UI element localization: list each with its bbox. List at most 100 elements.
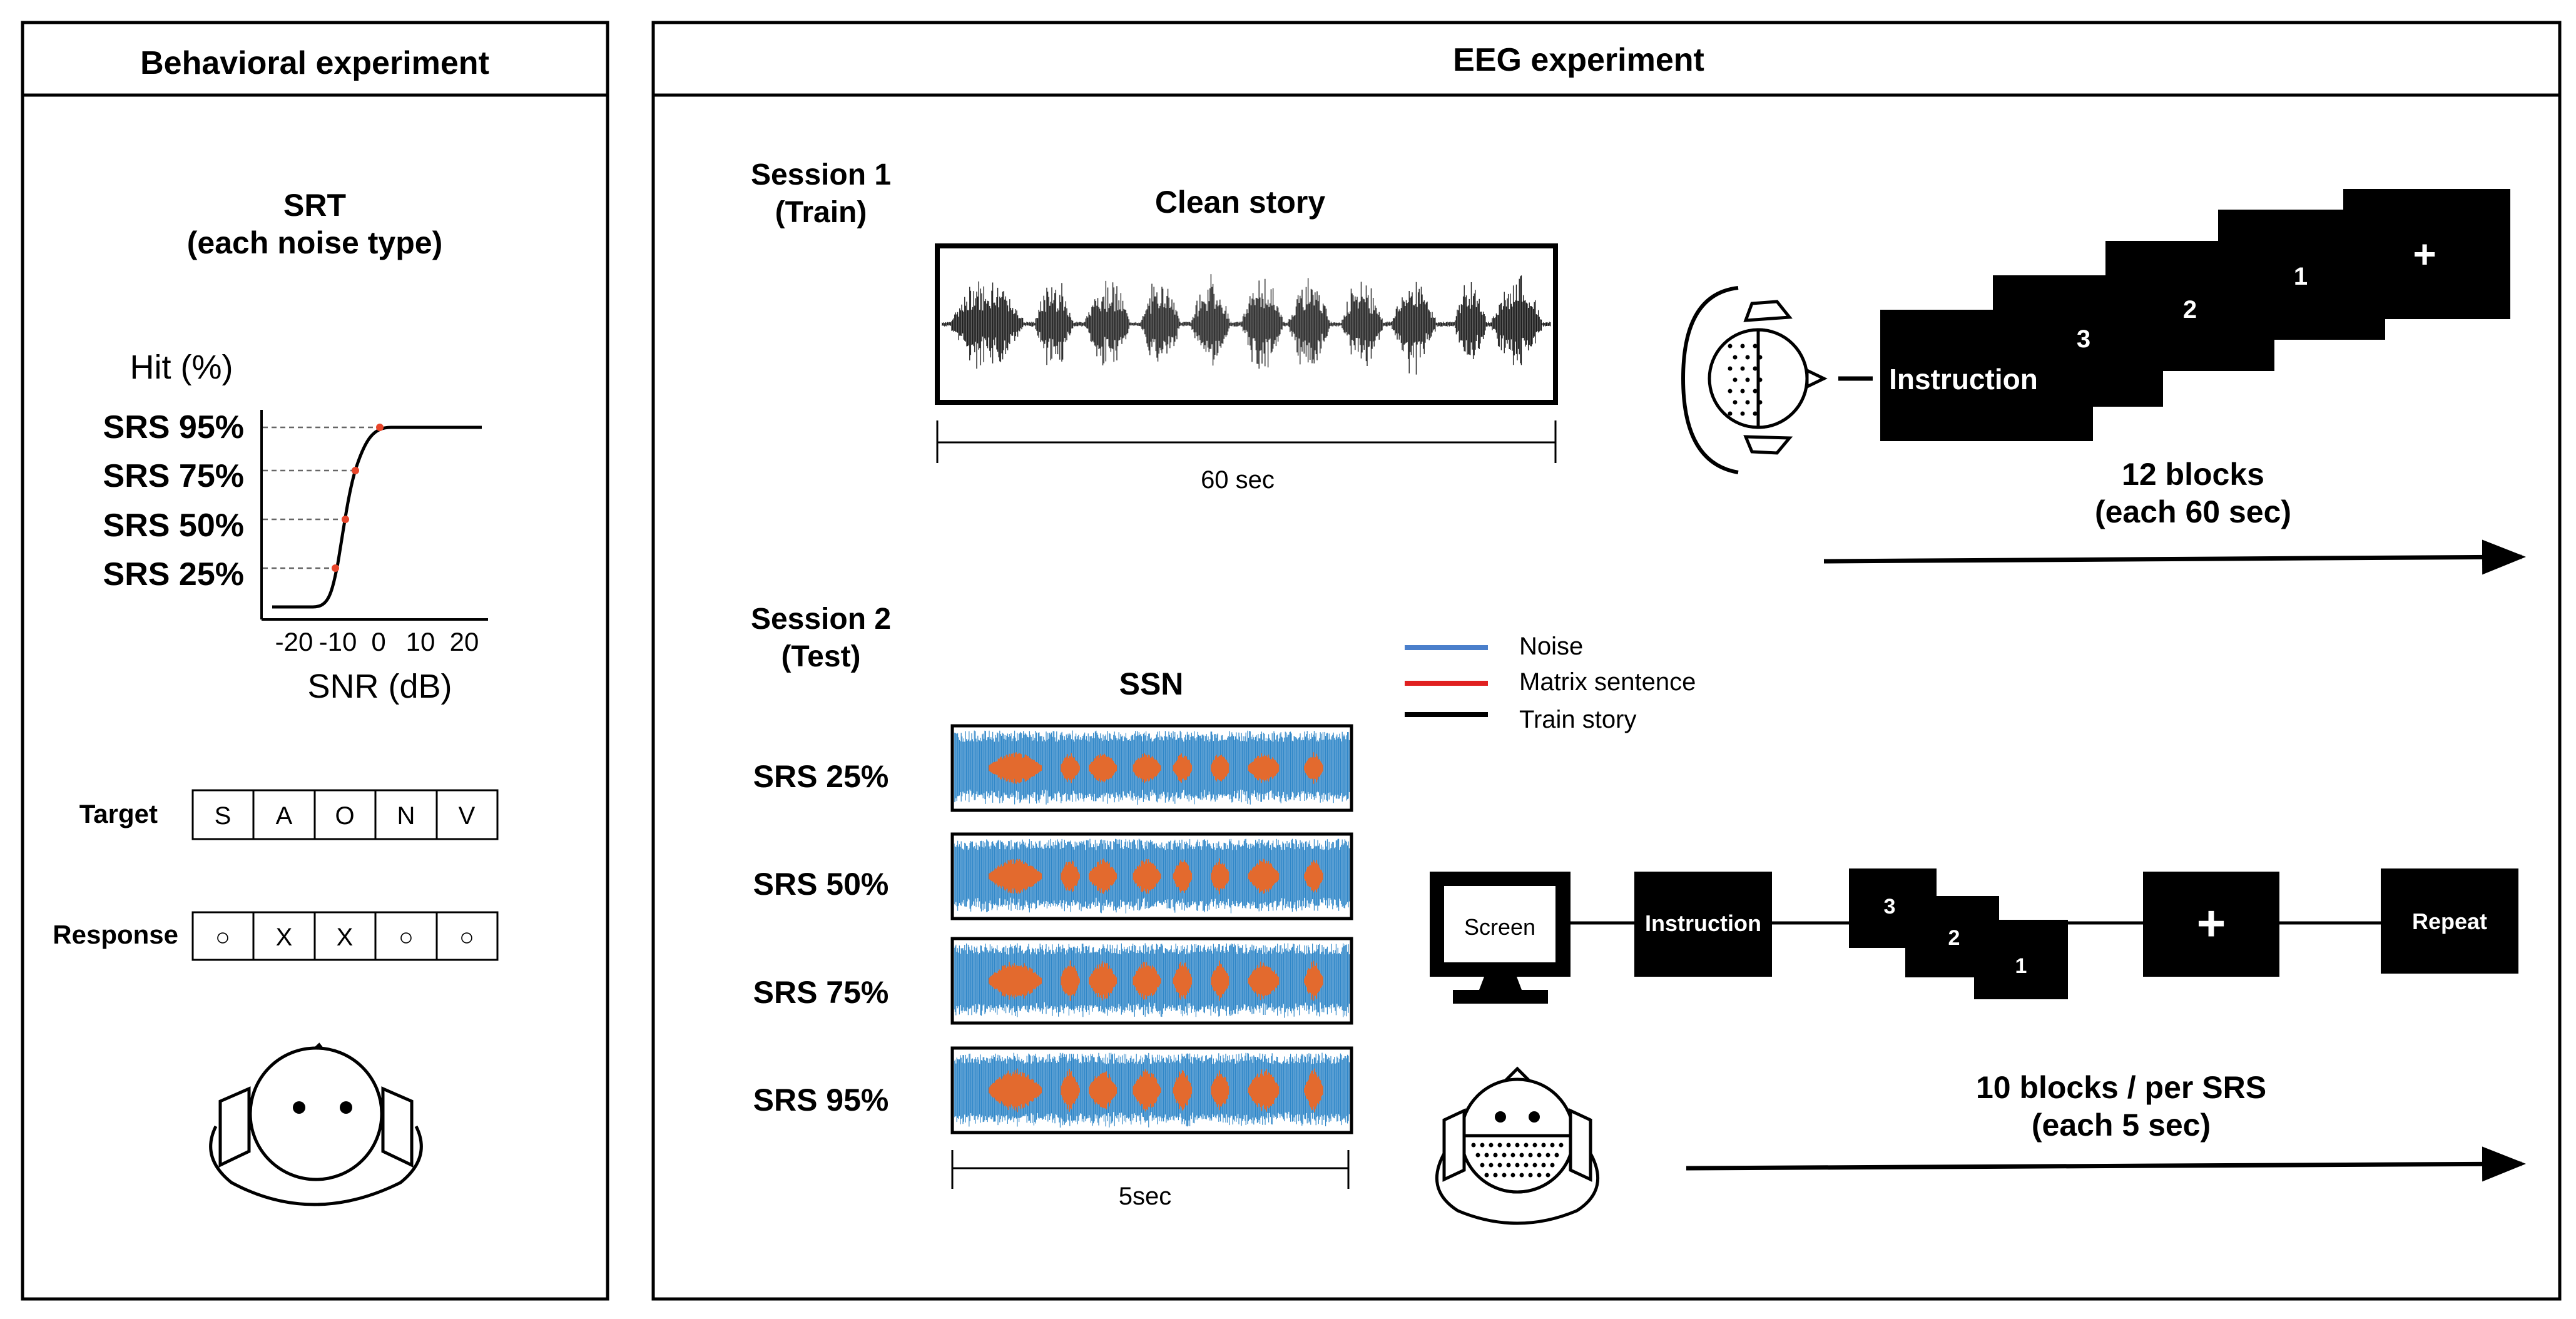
electrode-dot [1728, 411, 1733, 416]
electrode-dot [1733, 377, 1738, 382]
electrode-dot [1524, 1143, 1529, 1148]
x-tick-label: 20 [450, 627, 479, 656]
condition-label: SRS 95% [753, 1082, 889, 1118]
y-level-label: SRS 25% [103, 556, 244, 593]
electrode-dot [1532, 1143, 1537, 1148]
y-level-label: SRS 50% [103, 507, 244, 544]
eeg-panel-frame [651, 21, 2562, 1301]
session1-subtitle: (Train) [775, 196, 867, 229]
eeg-cap-electrodes [1728, 344, 1763, 416]
electrode-dot [1506, 1143, 1511, 1148]
electrode-dot [1489, 1163, 1494, 1168]
electrode-dot [1502, 1153, 1507, 1158]
clean-story-waveform [942, 274, 1551, 375]
ssn-duration-label: 5sec [1119, 1183, 1172, 1210]
x-tick-label: 0 [371, 627, 385, 656]
electrode-dot [1740, 389, 1745, 394]
electrode-dot [1515, 1143, 1520, 1148]
electrode-dot [1733, 355, 1738, 360]
target-cell: V [459, 802, 476, 830]
sequence-card-label: 2 [2183, 296, 2197, 323]
target-cell: O [335, 802, 354, 830]
electrode-dot [1728, 389, 1733, 394]
speech-trace [989, 1068, 1323, 1113]
electrode-dot [1537, 1153, 1542, 1158]
eeg-title: EEG experiment [1453, 42, 1704, 78]
eeg-participant-icon [1681, 286, 1873, 474]
speech-trace [989, 960, 1323, 1001]
session2-title: Session 2 [751, 603, 891, 636]
electrode-dot [1471, 1143, 1476, 1148]
session1-timeline-arrow [1823, 539, 2526, 575]
condition-label: SRS 75% [753, 975, 889, 1010]
x-tick-label: -10 [319, 627, 357, 656]
clean-duration-label: 60 sec [1201, 466, 1275, 494]
eeg-cap-electrodes [1471, 1143, 1564, 1178]
session2-subtitle: (Test) [781, 640, 860, 673]
sequence-card-label: Instruction [1889, 363, 2038, 395]
monitor-icon [1430, 872, 1571, 1004]
electrode-dot [1745, 400, 1750, 405]
response-label: Response [53, 920, 178, 949]
condition-label: SRS 25% [753, 759, 889, 794]
electrode-dot [1489, 1143, 1494, 1148]
condition-label: SRS 50% [753, 867, 889, 902]
electrode-dot [1493, 1153, 1498, 1158]
ssn-title: SSN [1119, 666, 1184, 701]
y-level-label: SRS 95% [103, 409, 244, 446]
sequence-card-label: + [2197, 895, 2226, 951]
session1-title: Session 1 [751, 158, 891, 191]
electrode-dot [1758, 400, 1763, 405]
ssn-waveform-srs-50 [954, 838, 1350, 914]
session2-blocks: 10 blocks / per SRS [1976, 1070, 2266, 1105]
clean-waveform-trace [942, 274, 1551, 375]
target-cell: A [276, 802, 293, 830]
target-cell: N [397, 802, 415, 830]
electrode-dot [1559, 1143, 1564, 1148]
sequence-card-label: 1 [2015, 954, 2027, 978]
legend-label: Noise [1519, 633, 1583, 660]
electrode-dot [1484, 1173, 1489, 1178]
electrode-dot [1740, 344, 1745, 349]
electrode-dot [1753, 344, 1758, 349]
electrode-dot [1753, 411, 1758, 416]
ssn-waveform-srs-25 [954, 730, 1350, 805]
target-label: Target [79, 799, 158, 828]
sequence-card [2143, 872, 2279, 977]
behavioral-panel-frame [21, 21, 609, 1301]
target-cell: S [215, 802, 232, 830]
srt-subtitle: (each noise type) [187, 225, 442, 260]
electrode-dot [1497, 1143, 1502, 1148]
response-cell: ○ [215, 924, 230, 951]
electrode-dot [1728, 344, 1733, 349]
electrode-dot [1753, 389, 1758, 394]
threshold-marker [376, 424, 384, 431]
electrode-dot [1532, 1163, 1537, 1168]
x-tick-label: -20 [275, 627, 313, 656]
sequence-card [1634, 872, 1772, 977]
electrode-dot [1541, 1163, 1546, 1168]
electrode-dot [1740, 411, 1745, 416]
response-row-frame [191, 911, 499, 961]
ssn-waveform-srs-95 [954, 1052, 1350, 1128]
screen-label: Screen [1464, 914, 1535, 940]
x-tick-label: 10 [406, 627, 435, 656]
sequence-card-label: 3 [2077, 325, 2090, 353]
legend-label: Matrix sentence [1519, 668, 1696, 696]
y-level-label: SRS 75% [103, 458, 244, 494]
electrode-dot [1745, 355, 1750, 360]
response-cell: ○ [459, 924, 474, 951]
electrode-dot [1515, 1163, 1520, 1168]
target-row: S A O N V [191, 789, 499, 840]
session2-sequence: Screen Instruction 3 2 1 + Repeat [1430, 868, 2518, 1004]
behavioral-title: Behavioral experiment [140, 45, 489, 81]
electrode-dot [1753, 366, 1758, 371]
sequence-card-label: Repeat [2412, 909, 2487, 934]
eeg-panel: EEG experiment Session 1 (Train) Clean s… [651, 21, 2562, 1301]
electrode-dot [1480, 1163, 1485, 1168]
threshold-marker [332, 564, 339, 572]
speech-trace [989, 752, 1323, 784]
electrode-dot [1550, 1163, 1555, 1168]
behavioral-panel: Behavioral experiment SRT (each noise ty… [21, 21, 609, 1301]
electrode-dot [1554, 1153, 1559, 1158]
